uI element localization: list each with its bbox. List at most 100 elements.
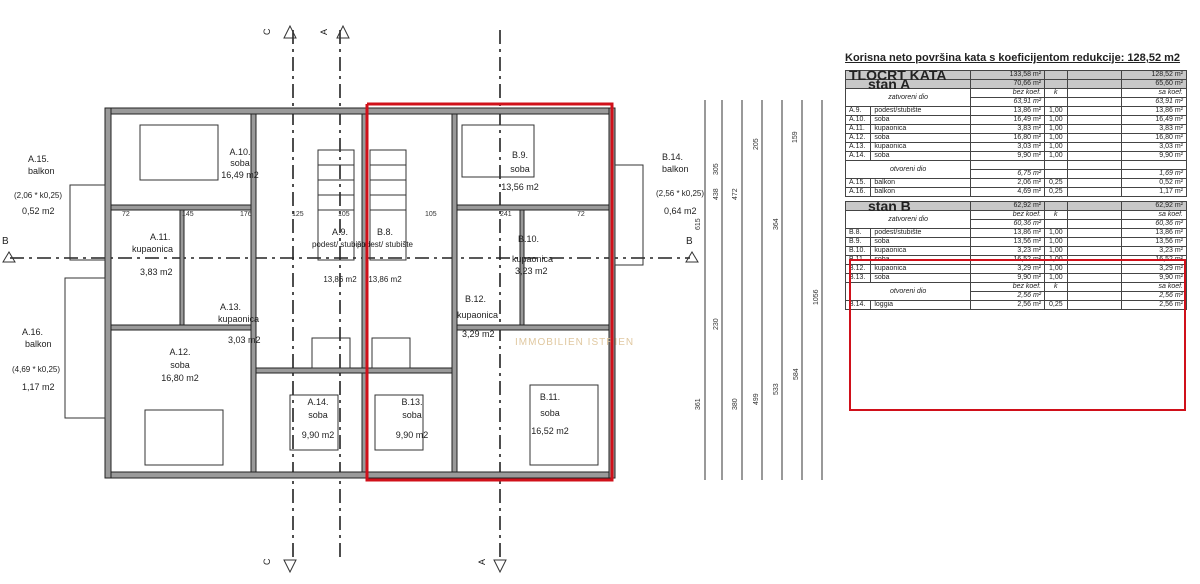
room-a14-area: 9,90 m2 bbox=[302, 430, 335, 440]
svg-text:159: 159 bbox=[792, 131, 799, 143]
table-cell: A.16. bbox=[844, 187, 872, 197]
room-a14-name: soba bbox=[308, 410, 328, 420]
room-a10-code: A.10. bbox=[229, 147, 250, 157]
table-cell: 16,49 m² bbox=[1120, 115, 1188, 125]
stan-a-closed-sa: 63,91 m² bbox=[1120, 97, 1188, 107]
room-a10-area: 16,49 m2 bbox=[221, 170, 259, 180]
room-a9-code: A.9. bbox=[332, 227, 348, 237]
table-cell: balkon bbox=[870, 178, 972, 188]
table-cell: 1,00 bbox=[1044, 228, 1068, 238]
table-cell bbox=[1066, 151, 1122, 161]
arrow-up-icon bbox=[336, 24, 350, 39]
table-cell: soba bbox=[870, 133, 972, 143]
table-cell: 0,52 m² bbox=[1120, 178, 1188, 188]
stan-a-open-sa: 1,69 m² bbox=[1120, 169, 1188, 179]
room-a11-name: kupaonica bbox=[132, 244, 173, 254]
table-cell: 16,80 m² bbox=[970, 133, 1046, 143]
table-total-sa: 128,52 m² bbox=[1120, 70, 1188, 80]
stan-a-bez: 70,66 m² bbox=[970, 79, 1046, 89]
arrow-down-icon bbox=[493, 559, 507, 574]
balcony-a15-formula: (2,06 * k0,25) bbox=[14, 191, 62, 200]
table-cell: kupaonica bbox=[870, 142, 972, 152]
svg-text:145: 145 bbox=[182, 211, 194, 218]
room-a13-name: kupaonica bbox=[218, 314, 259, 324]
stan-b-closed-bez: 60,36 m² bbox=[970, 219, 1046, 229]
stan-b-bez: 62,92 m² bbox=[970, 201, 1046, 211]
stan-b-highlight-box bbox=[849, 259, 1186, 411]
room-a12-code: A.12. bbox=[169, 347, 190, 357]
room-b12-code: B.12. bbox=[465, 294, 486, 304]
furniture bbox=[139, 124, 599, 466]
table-cell: 13,86 m² bbox=[1120, 228, 1188, 238]
table-cell: 3,03 m² bbox=[970, 142, 1046, 152]
svg-text:125: 125 bbox=[292, 211, 304, 218]
table-cell: 3,23 m² bbox=[970, 246, 1046, 256]
table-cell: 1,00 bbox=[1044, 106, 1068, 116]
svg-text:72: 72 bbox=[122, 211, 130, 218]
svg-text:615: 615 bbox=[695, 218, 702, 230]
svg-text:499: 499 bbox=[753, 393, 760, 405]
dimension-chains: 615 438 472 1056 305 364 533 584 159 205… bbox=[695, 100, 823, 480]
stan-b-label: stan B bbox=[844, 199, 972, 213]
balcony-b14-area: 0,64 m2 bbox=[664, 206, 697, 216]
table-cell: 1,00 bbox=[1044, 124, 1068, 134]
table-cell: 13,56 m² bbox=[1120, 237, 1188, 247]
svg-text:176: 176 bbox=[240, 211, 252, 218]
col-header-sa: sa koef. bbox=[1120, 210, 1188, 220]
area-table-grid: TLOCRT KATA 133,58 m² 128,52 m² stan A 7… bbox=[844, 68, 1188, 310]
svg-text:305: 305 bbox=[713, 163, 720, 175]
col-header-k: k bbox=[1044, 88, 1068, 98]
table-cell: 4,69 m² bbox=[970, 187, 1046, 197]
balconies bbox=[64, 164, 644, 419]
table-cell: A.12. bbox=[844, 133, 872, 143]
room-a10-name: soba bbox=[230, 158, 250, 168]
table-cell bbox=[1066, 133, 1122, 143]
col-header-sa: sa koef. bbox=[1120, 88, 1188, 98]
room-a9-name: podest/ stubište bbox=[312, 240, 369, 249]
room-b13-name: soba bbox=[402, 410, 422, 420]
room-b12-area: 3,29 m2 bbox=[462, 329, 495, 339]
table-cell: 13,86 m² bbox=[970, 106, 1046, 116]
room-b13-area: 9,90 m2 bbox=[396, 430, 429, 440]
stan-b-sa: 62,92 m² bbox=[1120, 201, 1188, 211]
room-b8-name: podest/ stubište bbox=[357, 240, 414, 249]
table-cell bbox=[1066, 178, 1122, 188]
stan-b-closed-sa: 60,36 m² bbox=[1120, 219, 1188, 229]
table-cell: 9,90 m² bbox=[970, 151, 1046, 161]
table-cell: 13,86 m² bbox=[970, 228, 1046, 238]
table-cell: 3,83 m² bbox=[1120, 124, 1188, 134]
table-cell: 1,00 bbox=[1044, 115, 1068, 125]
table-cell: 1,00 bbox=[1044, 237, 1068, 247]
walls bbox=[104, 107, 616, 479]
arrow-icon bbox=[685, 251, 699, 263]
area-table: Korisna neto površina kata s koeficijent… bbox=[844, 52, 1188, 310]
svg-text:105: 105 bbox=[425, 211, 437, 218]
svg-text:584: 584 bbox=[793, 368, 800, 380]
section-b-left: B bbox=[2, 236, 9, 247]
table-total-bez: 133,58 m² bbox=[970, 70, 1046, 80]
room-b8-area: 13,86 m2 bbox=[368, 275, 402, 284]
balcony-a16-code: A.16. bbox=[22, 327, 43, 337]
table-cell: 1,00 bbox=[1044, 151, 1068, 161]
col-header-bez: bez koef. bbox=[970, 210, 1046, 220]
room-b10-name: kupaonica bbox=[512, 254, 553, 264]
room-b9-name: soba bbox=[510, 164, 530, 174]
table-cell: A.9. bbox=[844, 106, 872, 116]
table-cell: 0,25 bbox=[1044, 178, 1068, 188]
svg-text:1056: 1056 bbox=[813, 289, 820, 305]
section-a-top: A bbox=[319, 29, 329, 35]
section-a-bottom: A bbox=[477, 559, 487, 565]
room-b13-code: B.13. bbox=[401, 397, 422, 407]
balcony-a15-name: balkon bbox=[28, 166, 55, 176]
balcony-a15-area: 0,52 m2 bbox=[22, 206, 55, 216]
